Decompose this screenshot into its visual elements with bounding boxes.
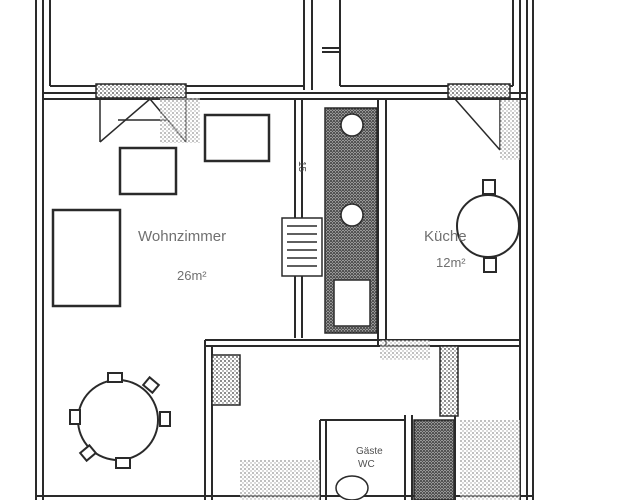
room-area-kueche: 12m²	[436, 255, 466, 270]
cabinet-top	[203, 113, 271, 163]
stair-step-count: 15	[296, 160, 308, 173]
shaft-circle-middle	[340, 203, 364, 227]
shaft-circle-top	[340, 113, 364, 137]
dining-table	[69, 372, 171, 469]
living-furniture	[51, 113, 271, 308]
staircase	[281, 160, 323, 277]
room-area-wohnzimmer: 26m²	[177, 268, 207, 283]
room-name-gaeste-wc-line2: WC	[358, 459, 375, 470]
room-name-wohnzimmer: Wohnzimmer	[138, 228, 227, 245]
room-name-gaeste-wc-line1: Gäste	[356, 446, 383, 457]
kitchen-table	[456, 179, 520, 273]
room-name-kueche: Küche	[424, 228, 467, 245]
wc-fixtures	[211, 345, 459, 500]
service-shaft	[324, 107, 378, 334]
cabinet-left	[118, 146, 178, 196]
scan-noise	[160, 98, 520, 500]
sofa	[51, 208, 122, 308]
